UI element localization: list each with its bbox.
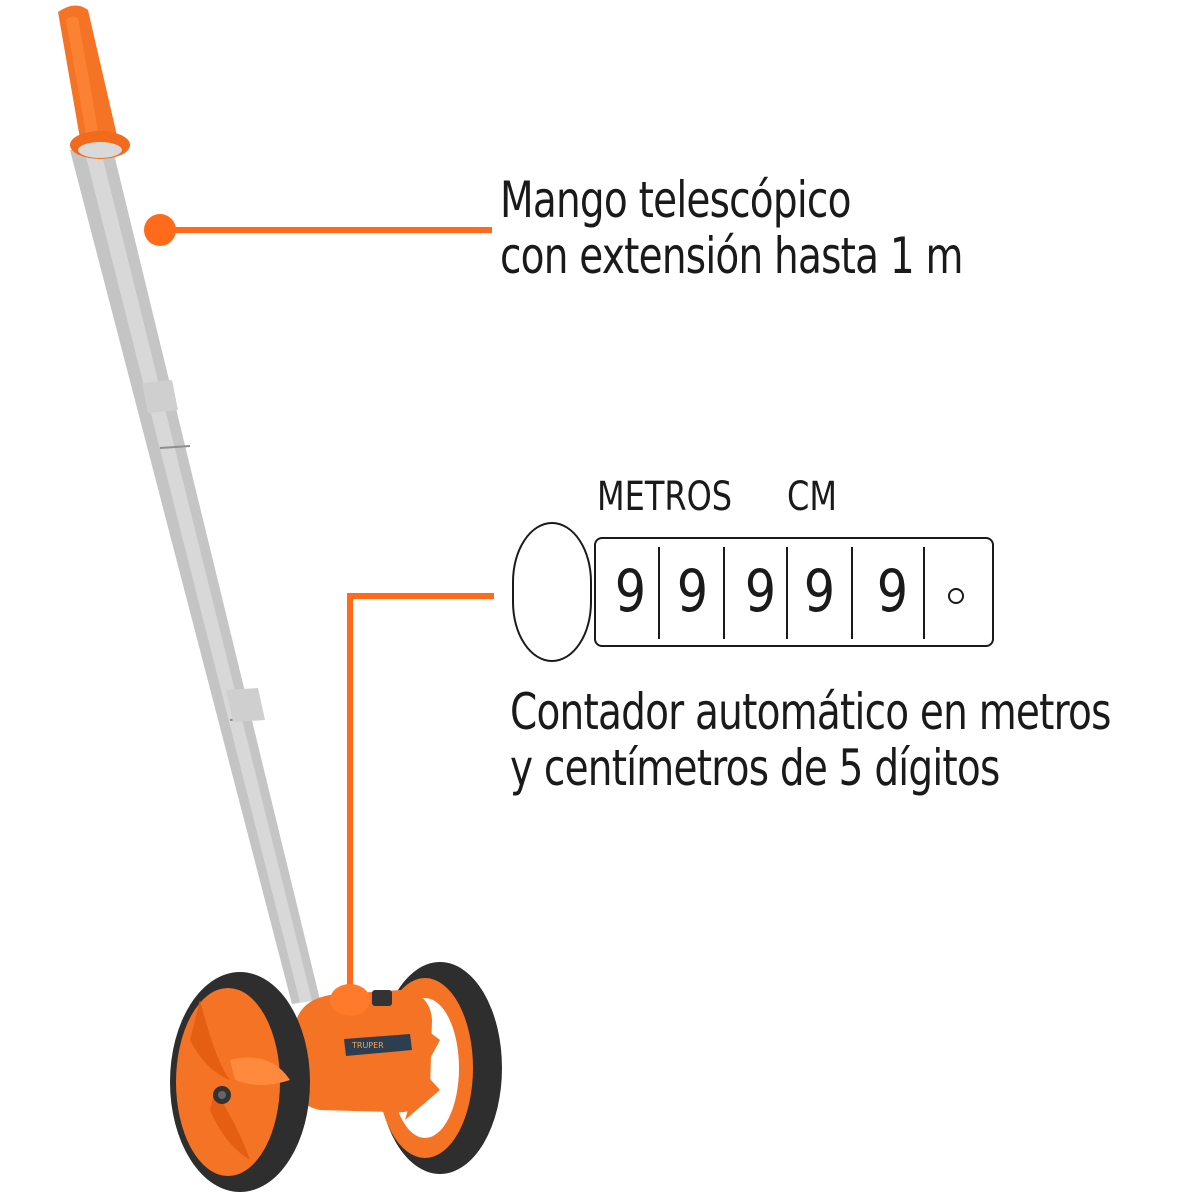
counter-housing: TRUPER: [295, 984, 432, 1113]
counter-digit: 9: [876, 557, 909, 625]
counter-callout-line1: Contador automático en metros: [510, 683, 1111, 741]
handle-callout-leader: [144, 214, 492, 246]
counter-display: 9 9 9 9 9: [594, 537, 994, 647]
counter-digit: 9: [614, 557, 647, 625]
digit-separator: [658, 547, 660, 639]
counter-callout-line2: y centímetros de 5 dígitos: [510, 739, 1000, 797]
handle-grip: [58, 5, 130, 159]
cm-label: CM: [787, 474, 837, 520]
digit-separator: [723, 547, 725, 639]
left-wheel: [170, 972, 310, 1192]
indicator-dot-icon: [948, 588, 964, 604]
counter-reset-knob: [512, 522, 592, 662]
meters-label: METROS: [597, 474, 733, 520]
counter-digit: 9: [803, 557, 836, 625]
counter-digit: 9: [744, 557, 777, 625]
counter-digit: 9: [676, 557, 709, 625]
counter-callout: Contador automático en metros y centímet…: [510, 684, 1111, 796]
counter-callout-leader: [347, 593, 494, 1000]
brand-label: TRUPER: [351, 1041, 384, 1050]
digit-separator: [923, 547, 925, 639]
digit-separator: [851, 547, 853, 639]
handle-callout: Mango telescópico con extensión hasta 1 …: [500, 171, 964, 285]
handle-callout-line2: con extensión hasta 1 m: [500, 227, 964, 285]
telescopic-pole: [70, 146, 320, 1004]
digit-separator: [786, 547, 788, 639]
handle-callout-line1: Mango telescópico: [500, 171, 851, 229]
